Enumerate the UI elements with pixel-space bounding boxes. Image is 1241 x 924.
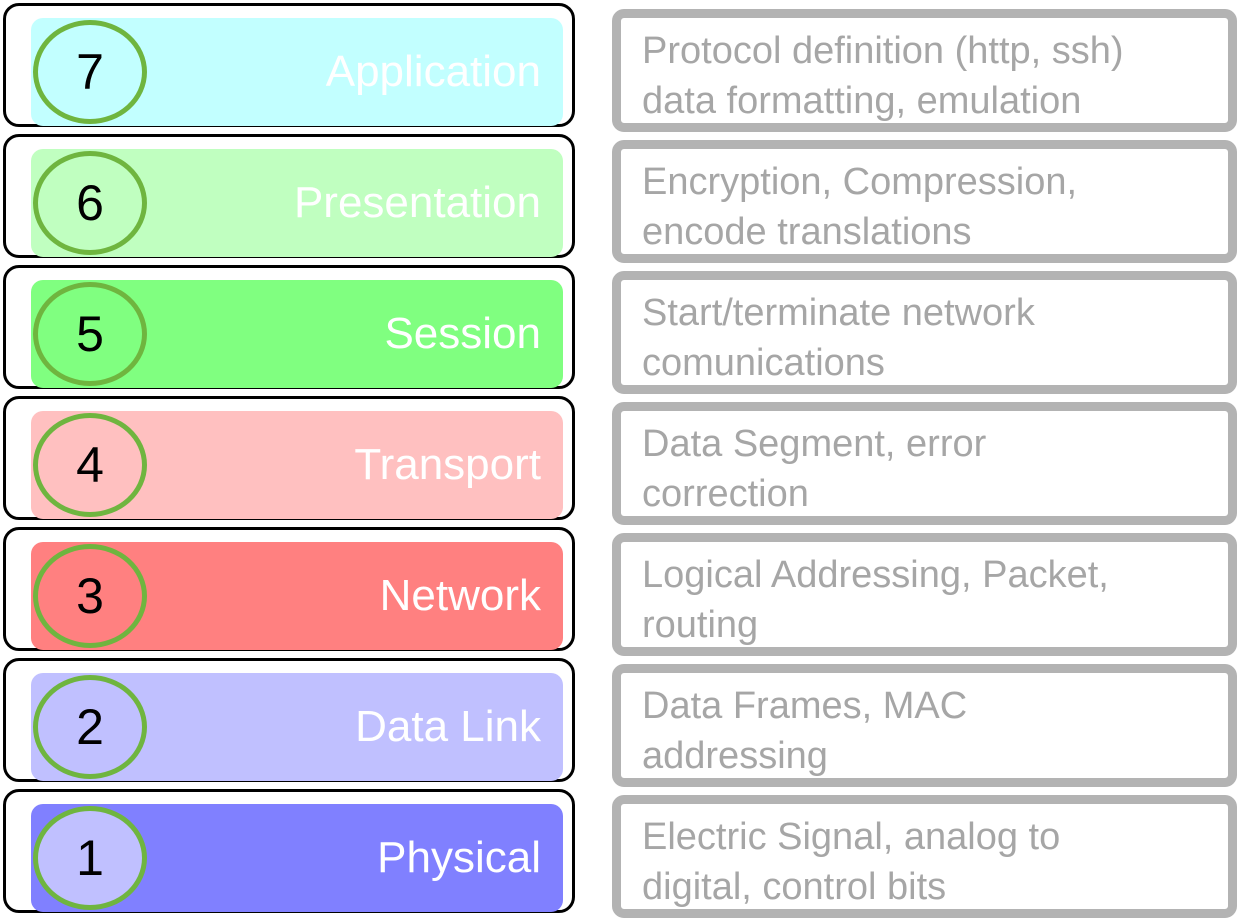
- layer-description-box: Start/terminate network comunications: [612, 271, 1237, 394]
- description-line: digital, control bits: [642, 866, 947, 908]
- layer-description: Encryption, Compression, encode translat…: [642, 157, 1227, 257]
- layer-name: Session: [384, 309, 541, 358]
- layer-description: Start/terminate network comunications: [642, 288, 1227, 388]
- description-line: Data Frames, MAC: [642, 685, 968, 727]
- layer-row-data-link: Data Link 2 Data Frames, MAC addressing: [0, 655, 1241, 787]
- layer-row-transport: Transport 4 Data Segment, error correcti…: [0, 393, 1241, 525]
- layer-number: 6: [76, 175, 104, 231]
- layer-number: 5: [76, 306, 104, 362]
- layer-number-badge: 1: [33, 806, 147, 910]
- layer-name: Presentation: [293, 178, 541, 227]
- layer-frame: Network 3: [3, 527, 575, 651]
- layer-description: Logical Addressing, Packet, routing: [642, 550, 1227, 650]
- layer-row-application: Application 7 Protocol definition (http,…: [0, 0, 1241, 132]
- layer-description: Electric Signal, analog to digital, cont…: [642, 812, 1227, 912]
- layer-number-badge: 2: [33, 675, 147, 779]
- description-line: addressing: [642, 735, 828, 777]
- layer-name: Physical: [377, 833, 541, 882]
- layer-name: Network: [379, 571, 541, 620]
- layer-frame: Physical 1: [3, 789, 575, 913]
- layer-description-box: Logical Addressing, Packet, routing: [612, 533, 1237, 656]
- description-line: data formatting, emulation: [642, 80, 1082, 122]
- layer-number-badge: 7: [33, 20, 147, 124]
- layer-number: 2: [76, 699, 104, 755]
- description-line: comunications: [642, 342, 885, 384]
- layer-frame: Application 7: [3, 3, 575, 127]
- layer-description-box: Data Frames, MAC addressing: [612, 664, 1237, 787]
- layer-description-box: Protocol definition (http, ssh) data for…: [612, 9, 1237, 132]
- layer-row-network: Network 3 Logical Addressing, Packet, ro…: [0, 524, 1241, 656]
- layer-number-badge: 3: [33, 544, 147, 648]
- layer-number: 1: [76, 830, 104, 886]
- layer-row-physical: Physical 1 Electric Signal, analog to di…: [0, 786, 1241, 918]
- layer-description: Data Segment, error correction: [642, 419, 1227, 519]
- layer-description-box: Encryption, Compression, encode translat…: [612, 140, 1237, 263]
- layer-number: 7: [76, 44, 104, 100]
- description-line: Start/terminate network: [642, 292, 1035, 334]
- layer-name: Data Link: [355, 702, 541, 751]
- description-line: Encryption, Compression,: [642, 161, 1078, 203]
- description-line: correction: [642, 473, 809, 515]
- layer-description: Protocol definition (http, ssh) data for…: [642, 26, 1227, 126]
- description-line: routing: [642, 604, 759, 646]
- layer-name: Transport: [354, 440, 541, 489]
- layer-frame: Session 5: [3, 265, 575, 389]
- description-line: Logical Addressing, Packet,: [642, 554, 1109, 596]
- description-line: encode translations: [642, 211, 972, 253]
- description-line: Electric Signal, analog to: [642, 816, 1061, 858]
- layer-frame: Presentation 6: [3, 134, 575, 258]
- layer-number-badge: 4: [33, 413, 147, 517]
- layer-frame: Transport 4: [3, 396, 575, 520]
- layer-row-presentation: Presentation 6 Encryption, Compression, …: [0, 131, 1241, 263]
- layer-description-box: Electric Signal, analog to digital, cont…: [612, 795, 1237, 918]
- layer-frame: Data Link 2: [3, 658, 575, 782]
- layer-number-badge: 6: [33, 151, 147, 255]
- layer-row-session: Session 5 Start/terminate network comuni…: [0, 262, 1241, 394]
- layer-number-badge: 5: [33, 282, 147, 386]
- description-line: Data Segment, error: [642, 423, 987, 465]
- layer-number: 3: [76, 568, 104, 624]
- layer-number: 4: [76, 437, 104, 493]
- layer-name: Application: [325, 47, 541, 96]
- layer-description-box: Data Segment, error correction: [612, 402, 1237, 525]
- description-line: Protocol definition (http, ssh): [642, 30, 1124, 72]
- layer-description: Data Frames, MAC addressing: [642, 681, 1227, 781]
